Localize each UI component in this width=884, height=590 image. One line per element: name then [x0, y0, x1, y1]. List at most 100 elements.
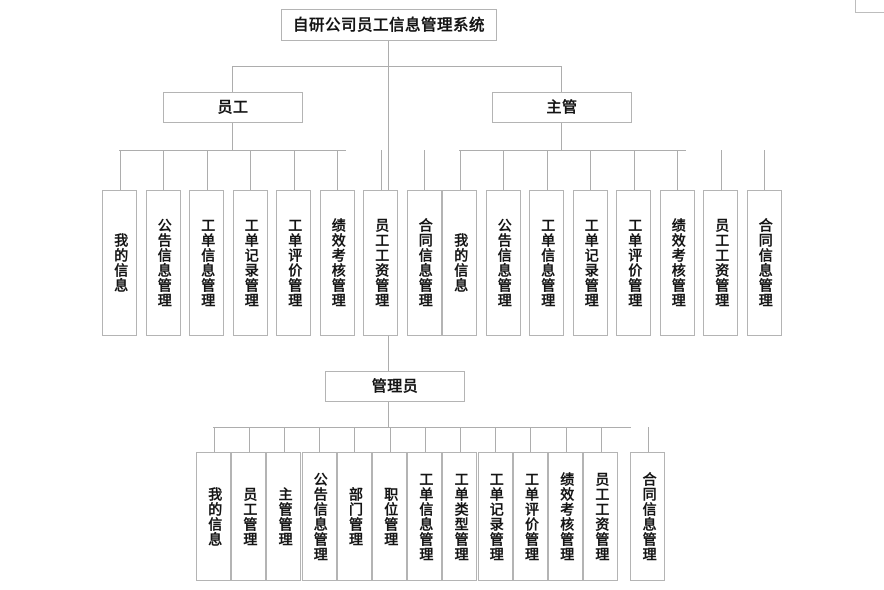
node-module-admin-6[interactable]: 工单信息管理: [407, 452, 443, 581]
connector-drop-admin-5: [390, 427, 391, 452]
node-module-admin-11[interactable]: 员工工资管理: [583, 452, 619, 581]
node-module-admin-9[interactable]: 工单评价管理: [512, 452, 548, 581]
node-label: 工单评价管理: [626, 218, 643, 308]
node-module-supervisor-3[interactable]: 工单记录管理: [572, 190, 608, 336]
connector-drop-admin-12: [648, 427, 649, 452]
node-label: 工单信息管理: [539, 218, 556, 308]
connector-drop-supervisor-2: [547, 150, 548, 190]
connector-drop-employee-7: [424, 150, 425, 190]
node-module-employee-5[interactable]: 绩效考核管理: [319, 190, 355, 336]
connector-root-stem: [388, 41, 389, 66]
connector-drop-admin-3: [319, 427, 320, 452]
node-module-admin-8[interactable]: 工单记录管理: [477, 452, 513, 581]
node-label: 绩效考核管理: [558, 471, 575, 562]
node-label: 我的信息: [452, 233, 469, 293]
node-label: 员工工资管理: [373, 218, 390, 308]
page-edge-vertical: [855, 0, 856, 13]
node-module-employee-0[interactable]: 我的信息: [102, 190, 137, 336]
node-module-employee-2[interactable]: 工单信息管理: [189, 190, 224, 336]
connector-drop-admin-9: [530, 427, 531, 452]
node-module-admin-3[interactable]: 公告信息管理: [301, 452, 337, 581]
node-label: 工单类型管理: [452, 471, 469, 562]
node-module-admin-4[interactable]: 部门管理: [336, 452, 372, 581]
node-module-admin-5[interactable]: 职位管理: [372, 452, 407, 581]
connector-employee-stem: [232, 123, 233, 150]
node-label: 员工管理: [241, 486, 258, 547]
node-label: 员工工资管理: [713, 218, 730, 308]
node-module-supervisor-5[interactable]: 绩效考核管理: [659, 190, 695, 336]
node-module-employee-4[interactable]: 工单评价管理: [276, 190, 311, 336]
node-role-supervisor[interactable]: 主管: [492, 92, 632, 123]
node-label: 绩效考核管理: [329, 218, 346, 308]
connector-drop-admin-10: [566, 427, 567, 452]
node-module-admin-0[interactable]: 我的信息: [196, 452, 231, 581]
node-module-supervisor-6[interactable]: 员工工资管理: [703, 190, 738, 336]
node-label: 主管: [546, 97, 578, 116]
node-label: 公告信息管理: [495, 218, 512, 308]
node-module-admin-2[interactable]: 主管管理: [266, 452, 302, 581]
connector-drop-employee-4: [294, 150, 295, 190]
page-edge-horizontal: [855, 12, 884, 13]
node-label: 工单信息管理: [199, 218, 216, 308]
node-module-admin-10[interactable]: 绩效考核管理: [548, 452, 583, 581]
connector-drop-employee-3: [250, 150, 251, 190]
node-module-supervisor-0[interactable]: 我的信息: [442, 190, 477, 336]
node-label: 公告信息管理: [311, 471, 328, 562]
node-label: 管理员: [371, 376, 419, 395]
node-label: 工单评价管理: [286, 218, 303, 308]
connector-drop-admin-4: [354, 427, 355, 452]
node-module-employee-6[interactable]: 员工工资管理: [363, 190, 398, 336]
node-label: 自研公司员工信息管理系统: [292, 15, 485, 34]
node-label: 我的信息: [206, 486, 223, 547]
connector-drop-employee-5: [337, 150, 338, 190]
connector-admin-stem: [388, 402, 389, 427]
connector-drop-employee-6: [381, 150, 382, 190]
connector-drop-supervisor-5: [677, 150, 678, 190]
connector-drop-supervisor-3: [590, 150, 591, 190]
node-label: 合同信息管理: [416, 218, 433, 308]
node-module-supervisor-1[interactable]: 公告信息管理: [485, 190, 521, 336]
node-module-admin-1[interactable]: 员工管理: [231, 452, 267, 581]
node-label: 员工工资管理: [593, 471, 610, 562]
connector-employee-bus: [119, 150, 346, 151]
node-module-supervisor-4[interactable]: 工单评价管理: [616, 190, 651, 336]
node-module-employee-7[interactable]: 合同信息管理: [406, 190, 442, 336]
node-module-supervisor-7[interactable]: 合同信息管理: [746, 190, 782, 336]
connector-supervisor-bus: [459, 150, 686, 151]
node-label: 员工: [217, 97, 249, 116]
node-module-admin-7[interactable]: 工单类型管理: [442, 452, 478, 581]
connector-drop-supervisor-6: [721, 150, 722, 190]
node-label: 绩效考核管理: [669, 218, 686, 308]
node-label: 职位管理: [382, 486, 399, 547]
node-module-employee-3[interactable]: 工单记录管理: [232, 190, 268, 336]
node-label: 合同信息管理: [756, 218, 773, 308]
connector-drop-employee-2: [207, 150, 208, 190]
connector-admin-bus: [213, 427, 631, 428]
connector-drop-admin-11: [601, 427, 602, 452]
node-label: 合同信息管理: [640, 471, 657, 562]
connector-drop-employee: [232, 66, 233, 92]
connector-drop-supervisor-0: [460, 150, 461, 190]
node-label: 工单记录管理: [582, 218, 599, 308]
connector-drop-admin-6: [425, 427, 426, 452]
node-module-supervisor-2[interactable]: 工单信息管理: [529, 190, 564, 336]
connector-drop-employee-0: [120, 150, 121, 190]
connector-drop-supervisor-1: [503, 150, 504, 190]
node-label: 我的信息: [112, 233, 129, 293]
connector-drop-admin-0: [214, 427, 215, 452]
connector-level1-bus: [232, 66, 562, 67]
node-label: 工单评价管理: [522, 471, 539, 562]
node-role-admin[interactable]: 管理员: [325, 371, 465, 402]
connector-drop-supervisor: [561, 66, 562, 92]
node-root-system[interactable]: 自研公司员工信息管理系统: [281, 9, 497, 41]
node-label: 工单记录管理: [242, 218, 259, 308]
node-label: 公告信息管理: [155, 218, 172, 308]
node-role-employee[interactable]: 员工: [163, 92, 303, 123]
connector-drop-admin-8: [495, 427, 496, 452]
node-module-employee-1[interactable]: 公告信息管理: [145, 190, 181, 336]
connector-drop-admin-7: [460, 427, 461, 452]
connector-drop-employee-1: [163, 150, 164, 190]
connector-drop-admin-2: [284, 427, 285, 452]
node-module-admin-12[interactable]: 合同信息管理: [630, 452, 666, 581]
